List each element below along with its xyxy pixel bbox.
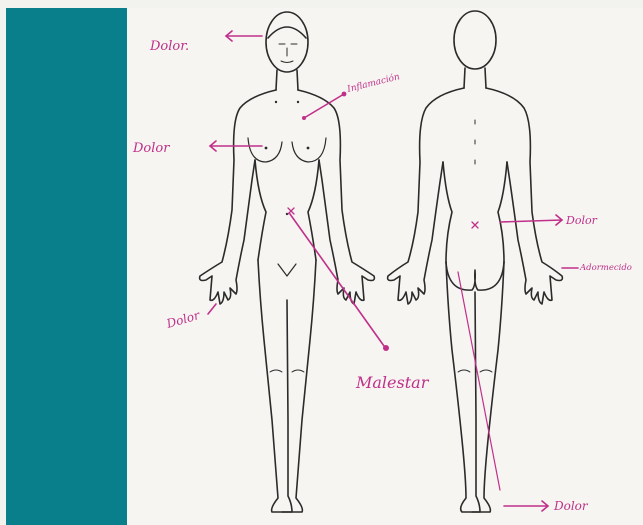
- annotation-head: Dolor.: [149, 39, 189, 54]
- annotation-foot: Dolor: [553, 499, 589, 513]
- annotation-lower-back: Dolor: [565, 214, 598, 227]
- annotation-sternum: Inflamación: [345, 71, 401, 95]
- annotation-abdomen: Malestar: [355, 373, 430, 392]
- annotation-hand-front: Dolor: [164, 308, 202, 331]
- marker-arrows: [208, 31, 578, 511]
- annotation-chest: Dolor: [132, 141, 170, 156]
- back-body-outline: [388, 11, 563, 512]
- annotation-hand-back: Adormecido: [579, 263, 632, 273]
